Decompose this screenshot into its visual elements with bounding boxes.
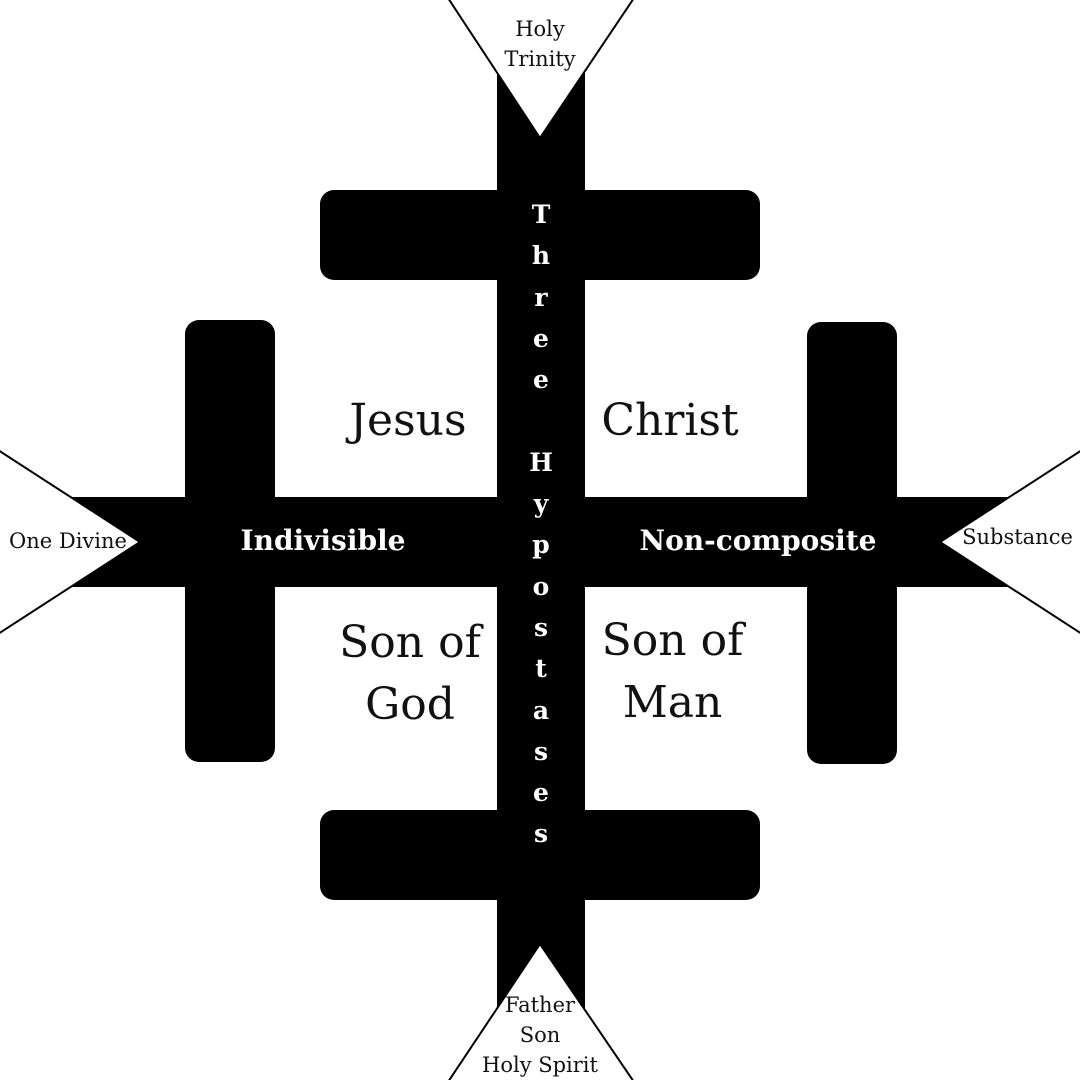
vertical-label-letter: H <box>529 447 553 477</box>
vertical-label-letter: s <box>533 819 549 849</box>
left-vertical-bar <box>185 320 275 762</box>
upper-left-label: Jesus <box>349 395 467 446</box>
vertical-label-letter: e <box>533 778 549 808</box>
vertical-label-letter: a <box>532 695 550 725</box>
vertical-label-letter: p <box>532 530 550 560</box>
right-triangle-label: Substance <box>962 525 1073 549</box>
bottom-triangle-line: Holy Spirit <box>482 1053 598 1077</box>
lower-right-line: Son of <box>601 615 744 666</box>
vertical-label-letter: o <box>532 571 550 601</box>
upper-crossbar <box>320 190 760 280</box>
vertical-label-letter: y <box>533 489 549 519</box>
top-triangle-line: Holy <box>515 17 565 41</box>
top-triangle <box>448 0 634 140</box>
left-triangle <box>0 450 142 634</box>
lower-left-label: Son of God <box>320 612 500 736</box>
upper-right-label: Christ <box>601 395 739 446</box>
lower-crossbar <box>320 810 760 900</box>
lower-left-line: God <box>365 679 455 730</box>
vertical-label-letter: s <box>533 736 549 766</box>
left-bar-label: Indivisible <box>240 524 406 557</box>
bottom-triangle-label: Father Son Holy Spirit <box>470 990 610 1080</box>
top-triangle-line: Trinity <box>504 47 576 71</box>
right-vertical-bar <box>807 322 897 764</box>
vertical-label-letter: e <box>533 323 549 353</box>
bottom-triangle-line: Father <box>504 993 576 1017</box>
vertical-label-letter: T <box>531 200 551 229</box>
vertical-label-letter: r <box>534 282 548 312</box>
vertical-label-letter: t <box>535 654 547 684</box>
right-bar-label: Non-composite <box>639 524 877 557</box>
lower-left-line: Son of <box>339 617 481 668</box>
left-triangle-label: One Divine <box>9 529 127 553</box>
right-triangle <box>938 450 1080 634</box>
vertical-label-letter: s <box>533 612 549 642</box>
bottom-triangle-line: Son <box>519 1023 561 1047</box>
vertical-label-letter: e <box>533 365 549 395</box>
top-triangle-label: Holy Trinity <box>490 14 590 74</box>
lower-right-label: Son of Man <box>585 610 760 734</box>
bottom-triangle <box>448 942 634 1080</box>
vertical-label-letter: h <box>531 241 551 271</box>
lower-right-line: Man <box>622 677 723 728</box>
